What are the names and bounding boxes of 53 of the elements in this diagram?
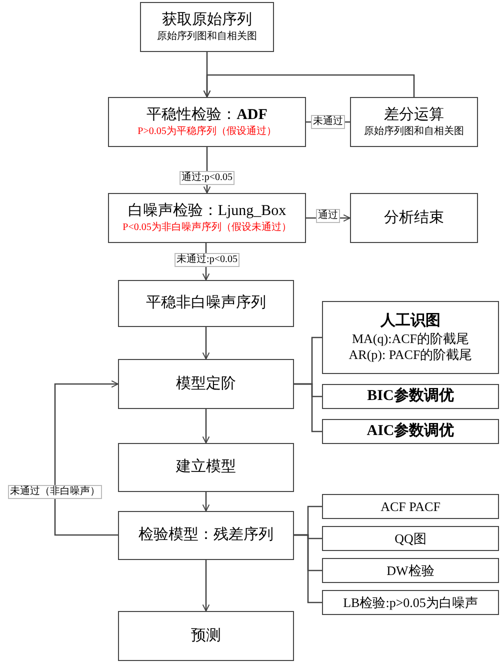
box-title: 白噪声检验：Ljung_Box [128,202,286,220]
box-note: AR(p): PACF的阶截尾 [348,347,472,363]
box-title: 差分运算 [384,106,444,124]
arrow [202,409,210,444]
box-title: 检验模型：残差序列 [138,526,274,545]
box-note: P>0.05为平稳序列（假设通过） [138,124,276,138]
box-title: 人工识图 [380,312,440,331]
process-box [118,511,294,560]
edge-label: 通过:p<0.05 [180,171,234,185]
process-box [118,359,294,409]
box-title: LB检验:p>0.05为白噪声 [343,594,478,610]
process-box [322,301,499,374]
edge-label: 未通过（非白噪声） [8,485,102,499]
box-note: 原始序列图和自相关图 [157,30,257,44]
process-box [118,443,294,492]
box-title: 预测 [191,626,221,646]
edge-label: 通过 [316,209,340,223]
process-box [118,611,294,661]
edge-label: 未通过 [311,115,345,129]
process-box [140,2,274,52]
arrow [203,74,415,98]
connector-line [294,534,322,604]
box-title: ACF PACF [380,498,440,514]
process-box [322,590,499,615]
box-title: 模型定阶 [176,374,236,394]
edge-label: 未通过:p<0.05 [174,253,240,267]
box-title: 建立模型 [176,458,236,477]
arrow [202,492,210,512]
arrow [54,380,118,536]
arrow [202,560,210,612]
process-box [322,419,499,444]
box-title: BIC参数调优 [367,387,454,406]
box-title: 分析结束 [384,208,444,228]
process-box [118,280,294,327]
process-box [108,97,306,147]
process-box [322,384,499,409]
process-box [322,494,499,519]
box-title: DW检验 [386,562,434,578]
process-box [350,97,478,147]
box-note: 原始序列图和自相关图 [364,124,464,138]
process-box [322,558,499,583]
box-title: AIC参数调优 [366,422,454,441]
process-box [322,526,499,551]
process-box [108,193,306,243]
box-title: 平稳性检验：ADF [146,106,268,124]
connector-line [294,383,322,432]
process-box [350,193,478,243]
box-title: 平稳非白噪声序列 [146,294,266,313]
arrow [202,327,210,360]
box-note: P<0.05为非白噪声序列（假设未通过） [122,220,292,234]
box-title: QQ图 [394,530,426,546]
box-note: MA(q):ACF的阶截尾 [352,331,469,347]
box-title: 获取原始序列 [162,10,252,30]
